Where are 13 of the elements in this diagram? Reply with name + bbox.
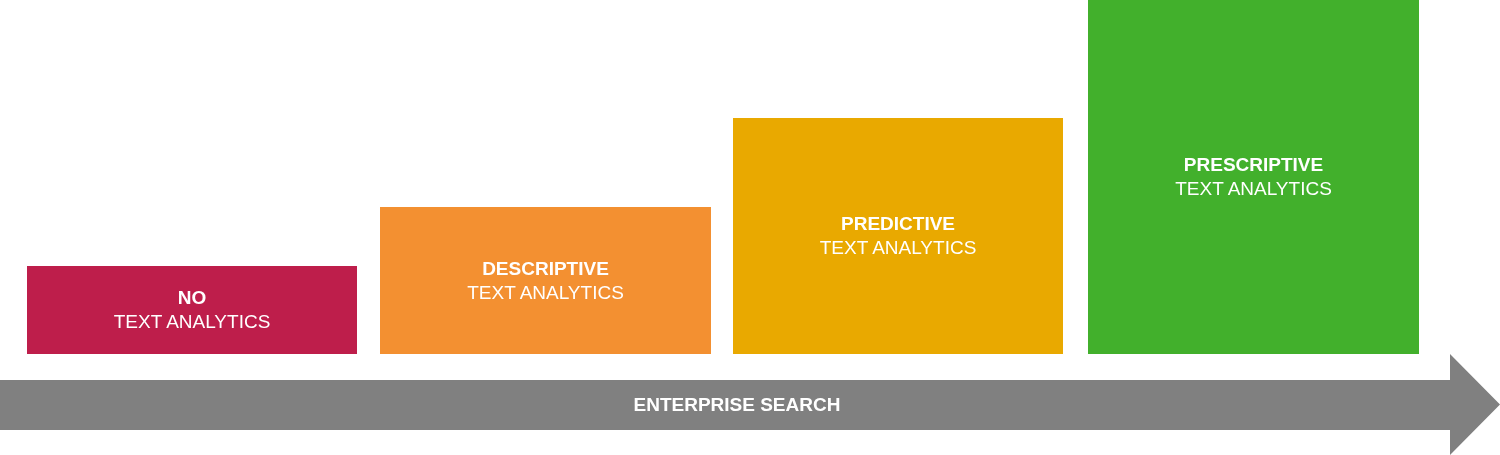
stage-box xyxy=(27,266,357,354)
stage-title: NO xyxy=(177,286,207,310)
stage-subtitle: TEXT ANALYTICS xyxy=(819,236,977,260)
stage-box xyxy=(733,118,1063,354)
stage-box xyxy=(1088,0,1419,354)
arrow-label: ENTERPRISE SEARCH xyxy=(633,393,841,416)
stage-subtitle: TEXT ANALYTICS xyxy=(1175,177,1332,201)
stage-title: PRESCRIPTIVE xyxy=(1183,153,1324,177)
stage-subtitle: TEXT ANALYTICS xyxy=(467,280,624,305)
stage-box xyxy=(380,207,711,354)
stage-subtitle: TEXT ANALYTICS xyxy=(113,310,271,334)
stage-title: DESCRIPTIVE xyxy=(482,256,609,281)
stage-title: PREDICTIVE xyxy=(841,212,955,236)
